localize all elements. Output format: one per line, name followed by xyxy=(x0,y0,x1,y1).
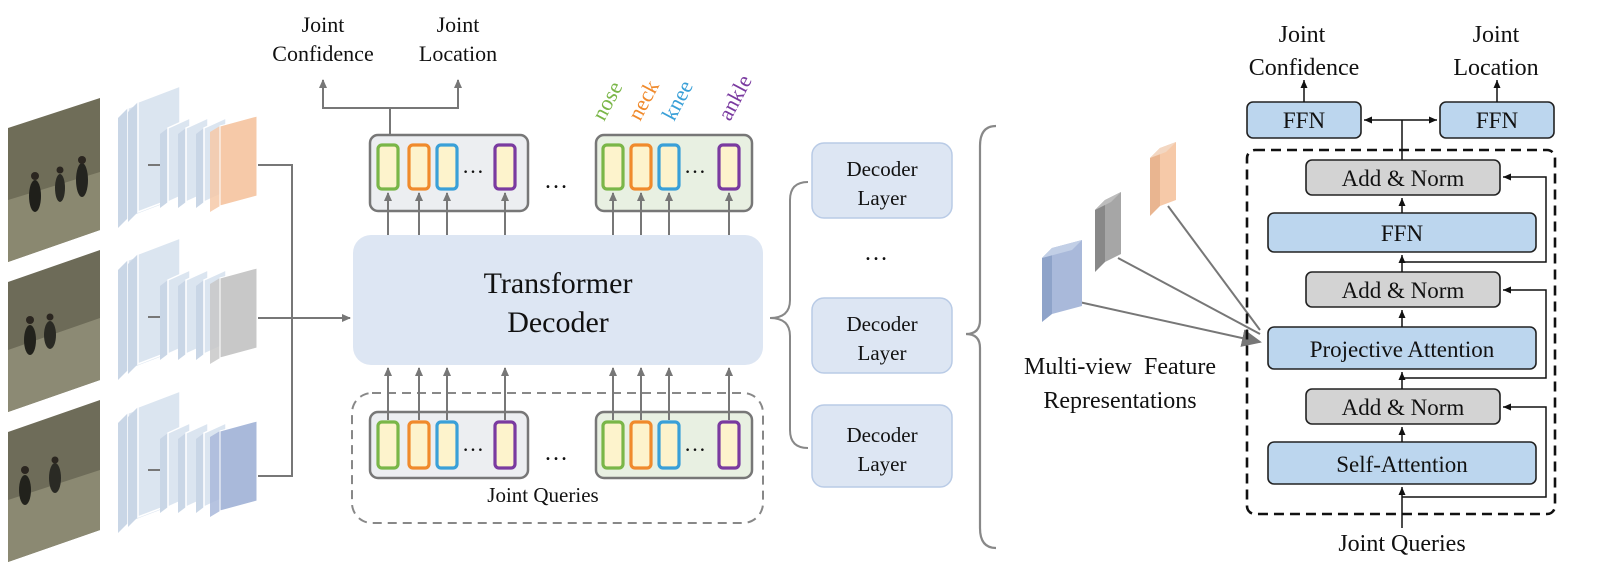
backbone-1 xyxy=(118,84,258,228)
decoder-layer-2: Decoder Layer xyxy=(811,297,953,374)
detail-joint-location-line2: Location xyxy=(1453,55,1538,81)
ffn-block-label: FFN xyxy=(1381,221,1424,246)
joint-name-labels: nose neck knee ankle xyxy=(586,71,756,125)
query-token-1-knee xyxy=(435,420,459,470)
backbone-feature-orange xyxy=(210,115,258,212)
backbone-feature-blue xyxy=(210,420,258,517)
camera-view-2 xyxy=(8,250,100,412)
add-norm-bottom-label: Add & Norm xyxy=(1342,395,1465,420)
add-norm-bottom: Add & Norm xyxy=(1305,388,1501,425)
feature-map-blue xyxy=(1042,240,1082,322)
camera-view-3 xyxy=(8,400,100,562)
detail-joint-location-line1: Joint xyxy=(1473,22,1520,48)
left-joint-location-line2: Location xyxy=(419,41,497,66)
query-token-1-nose xyxy=(376,420,400,470)
add-norm-top-label: Add & Norm xyxy=(1342,166,1465,191)
self-attention-block: Self-Attention xyxy=(1267,441,1537,485)
decoder-layer-1-line1: Decoder xyxy=(846,157,917,181)
ffn-head-right-label: FFN xyxy=(1476,108,1519,133)
features-label-line2: Representations xyxy=(1043,388,1196,414)
output-token-2-neck xyxy=(629,143,653,191)
cnn-backbones xyxy=(118,84,258,533)
joint-label-neck: neck xyxy=(622,76,664,124)
transformer-decoder: Transformer Decoder xyxy=(353,235,763,365)
query-token-2-neck xyxy=(629,420,653,470)
layers-brace-bottom xyxy=(769,317,809,449)
decoder-layers-ellipsis: … xyxy=(864,240,888,266)
query-token-2-ellipsis: … xyxy=(684,431,706,456)
features-label-line1: Multi-view Feature xyxy=(1024,354,1216,380)
decoder-layers: Decoder Layer … Decoder Layer Decoder La… xyxy=(769,142,953,488)
feature-merge-arrows xyxy=(258,164,351,477)
output-heads: Joint Confidence Joint Location xyxy=(272,12,497,135)
left-joint-confidence-line1: Joint xyxy=(302,12,345,37)
add-norm-top: Add & Norm xyxy=(1305,159,1501,196)
output-token-2-nose xyxy=(601,143,625,191)
decoder-layer-2-line1: Decoder xyxy=(846,312,917,336)
backbone-feature-gray xyxy=(210,267,258,364)
query-token-1-neck xyxy=(407,420,431,470)
query-token-1-ellipsis: … xyxy=(462,431,484,456)
decoder-layer-1: Decoder Layer xyxy=(811,142,953,219)
camera-views xyxy=(8,98,100,562)
detail-joint-queries-label: Joint Queries xyxy=(1338,531,1465,557)
output-groups-ellipsis: … xyxy=(544,168,568,194)
query-token-2-ankle xyxy=(717,420,741,470)
decoder-layer-2-line2: Layer xyxy=(858,341,907,365)
decoder-layer-detail: Joint Confidence Joint Location FFN FFN … xyxy=(1245,22,1557,557)
query-token-1-ankle xyxy=(493,420,517,470)
decoder-layer-3-line2: Layer xyxy=(858,452,907,476)
decoder-label: Decoder xyxy=(507,306,609,339)
joint-label-nose: nose xyxy=(586,77,627,124)
decoder-layer-3-line1: Decoder xyxy=(846,423,917,447)
transformer-decoder-box xyxy=(353,235,763,365)
decoder-layer-1-line2: Layer xyxy=(858,186,907,210)
output-token-2-knee xyxy=(657,143,681,191)
ffn-block: FFN xyxy=(1267,212,1537,253)
add-norm-mid: Add & Norm xyxy=(1305,271,1501,308)
output-token-2-ellipsis: … xyxy=(684,153,706,178)
decoder-layer-3: Decoder Layer xyxy=(811,404,953,488)
output-token-2-ankle xyxy=(717,143,741,191)
query-token-2-nose xyxy=(601,420,625,470)
ffn-head-left-label: FFN xyxy=(1283,108,1326,133)
token-arrows xyxy=(384,192,733,420)
ffn-head-left: FFN xyxy=(1246,101,1362,139)
backbone-2 xyxy=(118,236,258,380)
joint-queries-label: Joint Queries xyxy=(487,483,598,507)
query-groups-ellipsis: … xyxy=(544,440,568,466)
camera-view-1 xyxy=(8,98,100,262)
self-attention-label: Self-Attention xyxy=(1336,452,1468,477)
projective-attention-block: Projective Attention xyxy=(1267,326,1537,370)
add-norm-mid-label: Add & Norm xyxy=(1342,278,1465,303)
multiview-features: Multi-view Feature Representations xyxy=(1024,142,1262,414)
query-token-2-knee xyxy=(657,420,681,470)
feature-map-gray xyxy=(1095,192,1121,272)
output-token-1-nose xyxy=(376,143,400,191)
output-token-1-neck xyxy=(407,143,431,191)
joint-queries-dashed-box xyxy=(351,392,764,524)
detail-joint-confidence-line2: Confidence xyxy=(1249,55,1360,81)
output-token-1-knee xyxy=(435,143,459,191)
output-tokens: …… xyxy=(376,143,741,191)
projective-attention-label: Projective Attention xyxy=(1310,337,1495,362)
joint-label-knee: knee xyxy=(656,76,698,124)
ffn-head-right: FFN xyxy=(1439,101,1555,139)
left-joint-confidence-line2: Confidence xyxy=(272,41,373,66)
output-token-1-ankle xyxy=(493,143,517,191)
joint-label-ankle: ankle xyxy=(712,71,756,125)
backbone-3 xyxy=(118,389,258,533)
layers-brace-top xyxy=(769,181,809,319)
detail-dashed-box xyxy=(1245,148,1557,516)
output-token-1-ellipsis: … xyxy=(462,153,484,178)
left-joint-location-line1: Joint xyxy=(437,12,480,37)
detail-joint-confidence-line1: Joint xyxy=(1279,22,1326,48)
query-tokens: …… xyxy=(376,420,741,470)
detail-brace xyxy=(965,124,997,550)
transformer-label: Transformer xyxy=(484,267,633,300)
feature-map-orange xyxy=(1150,142,1176,216)
